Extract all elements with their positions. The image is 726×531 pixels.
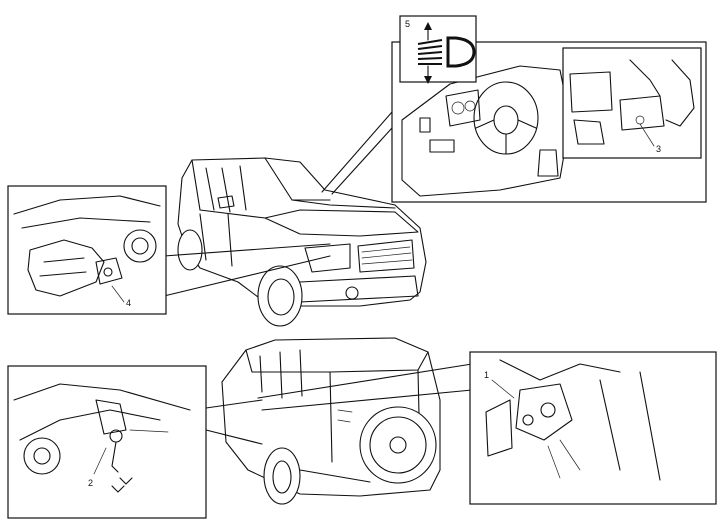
dashboard-detail: 3 5 [391,15,707,203]
rear-axle-sensor-detail: 1 [469,351,717,505]
headlamp-actuator-detail: 4 [7,185,167,315]
headlight-leveling-switch-icon [417,22,476,84]
callout-2: 2 [88,478,93,488]
callout-5: 5 [405,19,410,29]
leader-lines [163,111,473,445]
callout-3: 3 [656,144,661,154]
callout-1: 1 [484,370,489,380]
rear-height-sensor-detail: 2 [7,365,207,519]
front-vehicle-illustration [177,157,427,327]
rear-vehicle-illustration [221,337,441,505]
callout-4: 4 [126,298,131,308]
